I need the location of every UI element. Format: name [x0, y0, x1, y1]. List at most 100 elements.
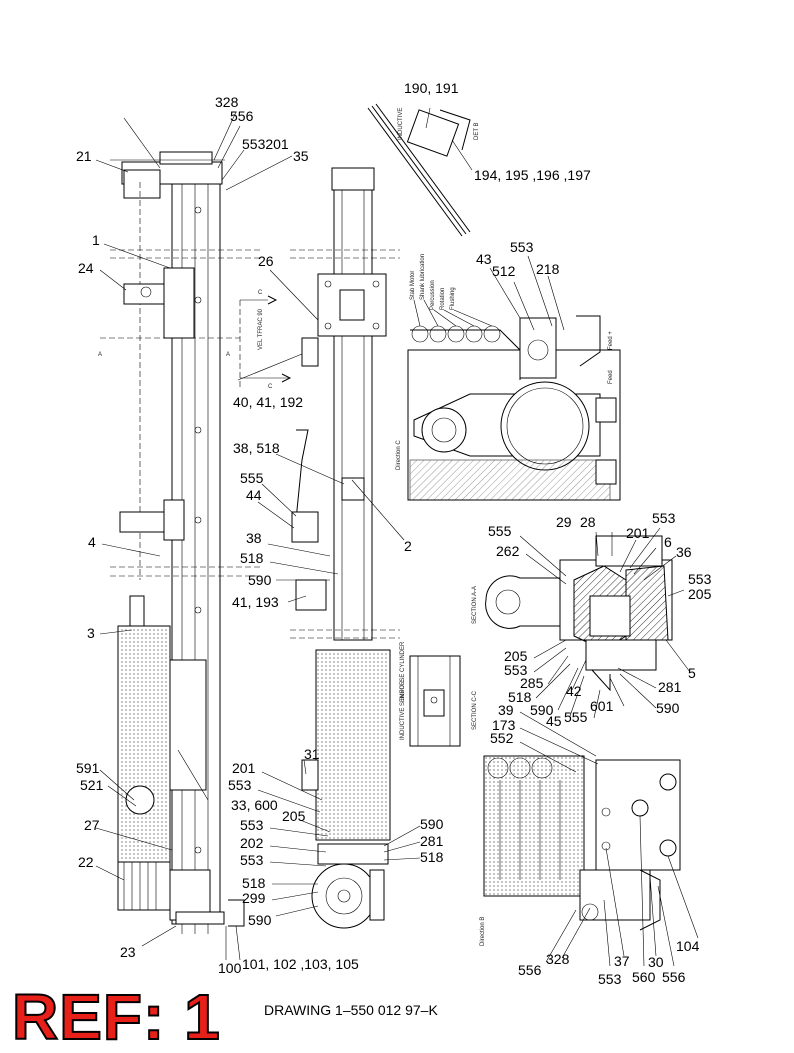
svg-text:Percussion: Percussion — [430, 280, 436, 310]
callout-190-191: 190, 191 — [404, 80, 459, 96]
callout-556-bb: 556 — [518, 962, 542, 978]
callout-590-left: 590 — [248, 572, 272, 588]
callout-201-s: 201 — [626, 525, 650, 541]
callout-281-s: 281 — [658, 679, 682, 695]
callout-104: 104 — [676, 938, 700, 954]
callout-553-201: 553201 — [242, 136, 289, 152]
callout-556-bb2: 556 — [662, 969, 686, 985]
callout-23: 23 — [120, 944, 136, 960]
callout-553-b2: 553 — [240, 852, 264, 868]
callout-205-s: 205 — [688, 586, 712, 602]
svg-text:Stab Motor: Stab Motor — [410, 271, 416, 300]
callout-560: 560 — [632, 969, 656, 985]
callout-553-top: 553 — [510, 239, 534, 255]
callout-44: 44 — [246, 487, 262, 503]
callout-33-600: 33, 600 — [231, 797, 278, 813]
section-cc-note: SECTION C-C — [472, 690, 478, 730]
direction-b-view: Direction B — [480, 755, 681, 946]
det-b-note: DET B — [474, 122, 480, 140]
callout-218: 218 — [536, 261, 560, 277]
callout-601: 601 — [590, 698, 614, 714]
callout-590-b: 590 — [248, 912, 272, 928]
callout-518-b: 518 — [242, 875, 266, 891]
callout-40-41-192: 40, 41, 192 — [233, 394, 303, 410]
callout-590-r: 590 — [420, 816, 444, 832]
callout-205-mid: 205 — [282, 808, 306, 824]
callout-173: 173 — [492, 717, 516, 733]
feed-beam-side-view — [290, 167, 400, 929]
callout-3: 3 — [87, 625, 95, 641]
callout-553-mid: 553 — [228, 777, 252, 793]
callout-285: 285 — [520, 675, 544, 691]
section-a-a: SECTION A-A — [472, 535, 673, 692]
callout-201-mid: 201 — [232, 760, 256, 776]
callout-553-s2: 553 — [688, 571, 712, 587]
section-c-c: INDUCTIVE SENSOR IMPULSE CYLINDER SECTIO… — [400, 641, 478, 747]
callout-553-s: 553 — [652, 510, 676, 526]
ref-title: REF: 1 — [11, 981, 221, 1053]
callout-27: 27 — [84, 817, 100, 833]
callout-590-s: 590 — [530, 702, 554, 718]
inductive-note: INDUCTIVE — [398, 108, 404, 140]
callout-2: 2 — [404, 538, 412, 554]
drawing-number: DRAWING 1–550 012 97–K — [264, 1002, 438, 1018]
section-markers: C C A A VEL TFRAC 90 — [98, 290, 292, 390]
feed-note: Feed — [608, 370, 614, 384]
detail-b-inductive: INDUCTIVE DET B — [367, 103, 480, 237]
callout-591: 591 — [76, 760, 100, 776]
svg-text:A: A — [226, 352, 230, 358]
callout-205-s2: 205 — [504, 648, 528, 664]
callout-29: 29 — [556, 514, 572, 530]
svg-text:Shank lubrication: Shank lubrication — [420, 254, 426, 300]
callout-590-s2: 590 — [656, 700, 680, 716]
callout-553-s3: 553 — [504, 662, 528, 678]
callout-38-518: 38, 518 — [233, 440, 280, 456]
direction-c-note: Direction C — [396, 440, 402, 470]
callout-37: 37 — [614, 953, 630, 969]
direction-b-note: Direction B — [480, 917, 486, 946]
callout-518-s: 518 — [508, 689, 532, 705]
callout-36: 36 — [676, 544, 692, 560]
callout-101-105: 101, 102 ,103, 105 — [242, 956, 359, 972]
callout-31: 31 — [304, 746, 320, 762]
callout-100: 100 — [218, 960, 242, 976]
hose-legend: Stab Motor Shank lubrication Percussion … — [410, 254, 456, 310]
svg-text:Rotation: Rotation — [440, 288, 446, 310]
callout-518-left: 518 — [240, 550, 264, 566]
callout-552: 552 — [490, 730, 514, 746]
callout-299: 299 — [242, 890, 266, 906]
svg-text:A: A — [98, 352, 102, 358]
inductive-sensor-note: INDUCTIVE SENSOR — [400, 680, 406, 740]
callout-262: 262 — [496, 543, 520, 559]
callout-281-r: 281 — [420, 833, 444, 849]
callout-28: 28 — [580, 514, 596, 530]
callout-39: 39 — [498, 702, 514, 718]
leader-lines — [95, 107, 699, 967]
feed-beam-front-view — [100, 151, 260, 934]
callout-43: 43 — [476, 251, 492, 267]
callout-1: 1 — [92, 232, 100, 248]
callout-328-bb: 328 — [546, 951, 570, 967]
feed-plus-note: Feed + — [608, 331, 614, 350]
vel-tfrac-note: VEL TFRAC 90 — [258, 308, 264, 350]
callout-556: 556 — [230, 108, 254, 124]
callout-518-r: 518 — [420, 849, 444, 865]
impulse-cylinder-note: IMPULSE CYLINDER — [400, 641, 406, 700]
callout-555-s: 555 — [488, 523, 512, 539]
callout-328: 328 — [215, 94, 239, 110]
callout-4: 4 — [88, 534, 96, 550]
callout-555-s2: 555 — [564, 709, 588, 725]
callout-45: 45 — [546, 713, 562, 729]
callout-35: 35 — [293, 148, 309, 164]
callout-194-197: 194, 195 ,196 ,197 — [474, 167, 591, 183]
svg-text:C: C — [258, 290, 263, 296]
callout-38: 38 — [246, 530, 262, 546]
callout-24: 24 — [78, 260, 94, 276]
callout-6: 6 — [664, 534, 672, 550]
callout-512: 512 — [492, 263, 516, 279]
svg-text:C: C — [268, 384, 273, 390]
callout-41-193: 41, 193 — [232, 594, 279, 610]
callout-labels: 328 556 553201 35 21 1 24 26 40, 41, 192… — [76, 80, 712, 987]
callout-26: 26 — [258, 253, 274, 269]
